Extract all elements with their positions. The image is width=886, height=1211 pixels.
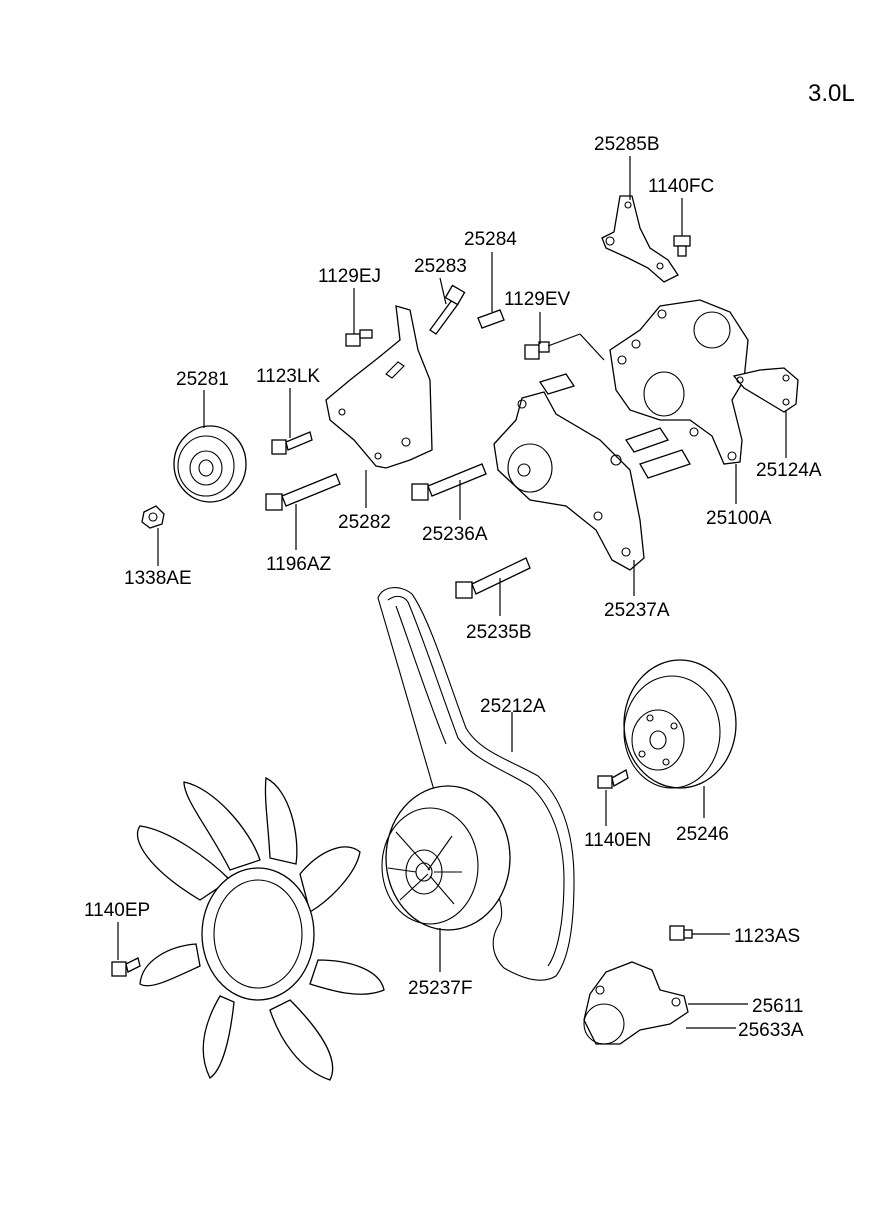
part-1129EJ-bolt[interactable] (345, 329, 373, 347)
part-1140FC-bolt[interactable] (673, 235, 691, 257)
part-1129EV-bolt[interactable] (524, 341, 550, 360)
part-1123LK-bolt[interactable] (271, 431, 313, 455)
part-1140EN-bolt[interactable] (597, 769, 629, 789)
label-25235B: 25235B (466, 622, 532, 643)
label-25283: 25283 (414, 256, 467, 277)
part-1123AS-bolt[interactable] (669, 925, 693, 941)
part-25237F-fan-clutch[interactable] (381, 785, 511, 931)
label-25611: 25611 (752, 996, 803, 1017)
part-25285B-bracket[interactable] (601, 195, 679, 283)
label-1338AE: 1338AE (124, 568, 192, 589)
label-25284: 25284 (464, 229, 517, 250)
label-1140EP: 1140EP (84, 900, 150, 921)
part-25282-bracket[interactable] (325, 305, 433, 469)
part-25246-pump-pulley[interactable] (623, 659, 737, 789)
part-25283-bolt[interactable] (429, 284, 466, 335)
label-1140EN: 1140EN (584, 830, 651, 851)
part-25100A-water-pump[interactable] (609, 299, 749, 465)
part-25237A-pump-bracket[interactable] (493, 373, 691, 571)
label-25212A: 25212A (480, 696, 546, 717)
label-25285B: 25285B (594, 134, 660, 155)
label-25100A: 25100A (706, 508, 772, 529)
label-25237F: 25237F (408, 978, 472, 999)
label-25124A: 25124A (756, 460, 822, 481)
part-25124A-gasket[interactable] (732, 367, 799, 413)
engine-displacement-label: 3.0L (808, 80, 855, 107)
label-1129EV: 1129EV (504, 289, 571, 310)
label-1196AZ: 1196AZ (266, 554, 332, 575)
label-25237A: 25237A (604, 600, 670, 621)
label-25282: 25282 (338, 512, 391, 533)
label-1123AS: 1123AS (734, 926, 800, 947)
label-25633A: 25633A (738, 1020, 804, 1041)
part-25611-thermostat-housing[interactable] (583, 961, 689, 1045)
part-1140EP-bolt[interactable] (111, 957, 141, 977)
part-25284-stud[interactable] (477, 309, 505, 329)
part-25235B-bolt[interactable] (455, 557, 531, 599)
label-1140FC: 1140FC (648, 176, 714, 197)
label-25281: 25281 (176, 369, 229, 390)
label-1129EJ: 1129EJ (318, 266, 381, 287)
label-25236A: 25236A (422, 524, 488, 545)
part-1196AZ-bolt[interactable] (265, 473, 341, 511)
part-1338AE-nut[interactable] (141, 505, 165, 529)
part-25281-idler-pulley[interactable] (173, 425, 247, 503)
part-cooling-fan[interactable] (136, 776, 385, 1081)
label-25246: 25246 (676, 824, 729, 845)
part-25236A-bolt[interactable] (411, 463, 487, 501)
label-1123LK: 1123LK (256, 366, 320, 387)
